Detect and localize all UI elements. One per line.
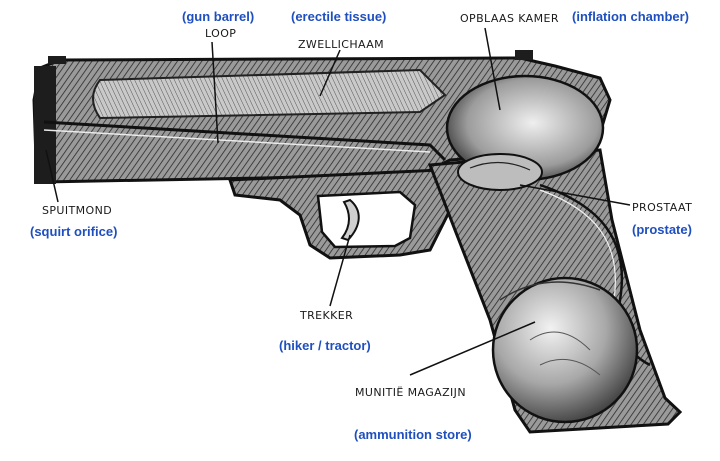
label-gun-barrel-en: (gun barrel) (182, 9, 255, 24)
erectile-tissue (92, 68, 447, 120)
front-sight (48, 56, 66, 64)
muzzle (34, 66, 56, 184)
leader-opblaas (484, 27, 501, 111)
label-prostaat-nl: PROSTAAT (632, 201, 693, 214)
label-spuitmond-nl: SPUITMOND (42, 204, 113, 217)
label-squirt-en: (squirt orifice) (30, 224, 118, 239)
trigger-guard-opening (316, 190, 417, 249)
label-zwellichaam-nl: ZWELLICHAAM (298, 38, 385, 51)
label-munitie-nl: MUNITIË MAGAZIJN (355, 386, 466, 399)
leader-zwellichaam (319, 49, 341, 97)
leader-prostaat (519, 184, 631, 206)
leader-spuitmond (45, 149, 59, 203)
label-ammo-en: (ammunition store) (354, 427, 472, 442)
rear-sight (515, 50, 533, 60)
label-trekker-nl: TREKKER (300, 309, 354, 322)
label-hiker-en: (hiker / tractor) (279, 338, 371, 353)
barrel-channel-inner (43, 129, 431, 153)
leader-munitie (409, 321, 536, 376)
label-opblaas-nl: OPBLAAS KAMER (460, 12, 559, 25)
ammunition-store (491, 276, 639, 424)
label-erectile-en: (erectile tissue) (291, 9, 387, 24)
leader-trekker (329, 234, 351, 307)
label-loop-nl: LOOP (205, 27, 237, 40)
leader-loop (211, 41, 219, 144)
prostate-gland (457, 153, 543, 191)
trigger (340, 198, 360, 242)
label-inflation-en: (inflation chamber) (572, 9, 690, 24)
barrel-channel (43, 120, 447, 162)
label-prostate-en: (prostate) (632, 222, 692, 237)
